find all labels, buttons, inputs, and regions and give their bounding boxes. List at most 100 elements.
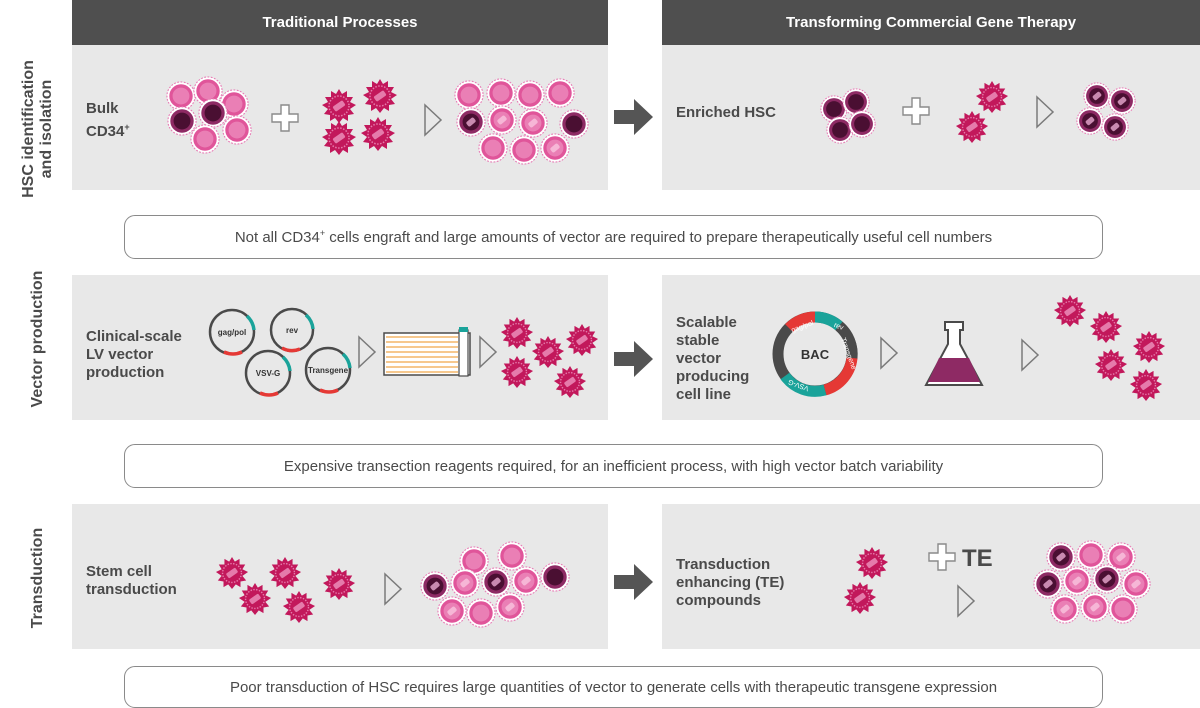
plus-icon bbox=[271, 104, 299, 132]
cell-icon bbox=[495, 592, 525, 622]
virus-icon bbox=[500, 316, 534, 350]
cell-icon bbox=[497, 541, 527, 571]
chevron-icon bbox=[424, 104, 442, 136]
header-transforming: Transforming Commercial Gene Therapy bbox=[662, 0, 1200, 45]
cell-icon bbox=[420, 571, 450, 601]
label-enriched-hsc-text: Enriched HSC bbox=[676, 104, 777, 121]
cell-icon bbox=[1076, 540, 1106, 570]
cell-icon bbox=[166, 81, 196, 111]
chevron-icon bbox=[1036, 96, 1054, 128]
cell-icon bbox=[437, 596, 467, 626]
virus-group-3 bbox=[1053, 294, 1166, 402]
te-transduced-cells bbox=[1033, 540, 1151, 624]
bioreactor-icon bbox=[383, 327, 471, 377]
virus-icon bbox=[238, 582, 272, 616]
cell-icon bbox=[1076, 107, 1104, 135]
cell-icon bbox=[559, 109, 589, 139]
note-hsc: Not all CD34+ cells engraft and large am… bbox=[124, 215, 1103, 259]
virus-icon bbox=[1094, 348, 1128, 382]
panel-vector-transforming bbox=[662, 275, 1200, 420]
virus-icon bbox=[321, 120, 357, 156]
cell-icon bbox=[198, 98, 228, 128]
note-transduction-text: Poor transduction of HSC requires large … bbox=[229, 678, 998, 696]
cell-icon bbox=[515, 80, 545, 110]
cell-icon bbox=[478, 133, 508, 163]
cell-icon bbox=[545, 78, 575, 108]
virus-icon bbox=[360, 116, 396, 152]
panel-vector-traditional bbox=[72, 275, 608, 420]
virus-icon bbox=[855, 546, 889, 580]
virus-group-4 bbox=[215, 556, 356, 624]
virus-icon bbox=[1053, 294, 1087, 328]
chevron-icon bbox=[1021, 339, 1039, 371]
cell-icon bbox=[511, 566, 541, 596]
plasmid-label-rev: rev bbox=[286, 326, 299, 335]
cell-icon bbox=[486, 78, 516, 108]
virus-icon bbox=[843, 581, 877, 615]
virus-icon bbox=[531, 335, 565, 369]
virus-group-2 bbox=[500, 316, 599, 399]
label-stem-cell-transduction: Stem cell transduction bbox=[86, 563, 196, 599]
plasmid-label-gagpol: gag/pol bbox=[218, 328, 246, 337]
cell-icon bbox=[1062, 566, 1092, 596]
arrow-right-icon bbox=[614, 564, 653, 600]
header-traditional-text: Traditional Processes bbox=[262, 14, 418, 31]
cell-icon bbox=[1121, 569, 1151, 599]
label-enriched-hsc: Enriched HSC bbox=[676, 104, 776, 122]
note-hsc-text: Not all CD34+ cells engraft and large am… bbox=[234, 228, 993, 246]
label-bulk: Bulk bbox=[86, 100, 119, 117]
virus-icon bbox=[215, 556, 249, 590]
chevron-icon bbox=[358, 336, 376, 368]
cell-icon bbox=[1108, 87, 1136, 115]
virus-icon bbox=[565, 323, 599, 357]
chevron-icon bbox=[880, 337, 898, 369]
header-transforming-text: Transforming Commercial Gene Therapy bbox=[785, 14, 1077, 31]
chevron-icon bbox=[384, 573, 402, 605]
virus-icon bbox=[1132, 330, 1166, 364]
virus-icon bbox=[1129, 368, 1163, 402]
label-scalable-stable: Scalable stable vector producing cell li… bbox=[676, 314, 768, 404]
plasmid-icon: VSV-G bbox=[244, 349, 292, 397]
label-clinical-scale: Clinical-scale LV vector production bbox=[86, 328, 204, 382]
cell-icon bbox=[540, 133, 570, 163]
bac-center-label: BAC bbox=[801, 347, 830, 362]
note-vector-text: Expensive transection reagents required,… bbox=[283, 457, 944, 475]
cell-icon bbox=[487, 105, 517, 135]
bac-label-rev: rev bbox=[833, 322, 845, 332]
cell-icon bbox=[222, 115, 252, 145]
cell-icon bbox=[1101, 113, 1129, 141]
transduced-cells-3 bbox=[420, 541, 570, 628]
cell-icon bbox=[481, 567, 511, 597]
plasmid-label-transgene: Transgene bbox=[308, 366, 349, 375]
virus-icon bbox=[268, 556, 302, 590]
cell-icon bbox=[518, 108, 548, 138]
plasmids: gag/pol rev VSV-G Transgene bbox=[208, 307, 352, 397]
plasmid-label-vsvg: VSV-G bbox=[256, 369, 280, 378]
cell-icon bbox=[509, 135, 539, 165]
virus-icon bbox=[321, 88, 357, 124]
cell-icon bbox=[1083, 82, 1111, 110]
virus-icon bbox=[500, 355, 534, 389]
plasmid-icon: Transgene bbox=[304, 346, 352, 394]
virus-icon bbox=[1089, 310, 1123, 344]
plus-icon bbox=[902, 97, 930, 125]
chevron-icon bbox=[957, 585, 975, 617]
cell-icon bbox=[540, 562, 570, 592]
arrow-right-icon bbox=[614, 341, 653, 377]
cell-icon bbox=[456, 107, 486, 137]
label-clinical-scale-text: Clinical-scale LV vector production bbox=[86, 328, 182, 381]
label-stem-cell-transduction-text: Stem cell transduction bbox=[86, 563, 177, 598]
virus-icon bbox=[362, 78, 398, 114]
plus-icon bbox=[928, 543, 956, 571]
flask-icon bbox=[924, 321, 984, 386]
header-traditional: Traditional Processes bbox=[72, 0, 608, 45]
label-cd34: CD34+ bbox=[86, 122, 130, 140]
cell-icon bbox=[1050, 594, 1080, 624]
virus-icon bbox=[975, 80, 1009, 114]
virus-icon bbox=[955, 110, 989, 144]
cell-icon bbox=[1092, 564, 1122, 594]
enriched-transduced-cells bbox=[1076, 82, 1136, 141]
label-scalable-stable-text: Scalable stable vector producing cell li… bbox=[676, 314, 750, 403]
note-vector: Expensive transection reagents required,… bbox=[124, 444, 1103, 488]
